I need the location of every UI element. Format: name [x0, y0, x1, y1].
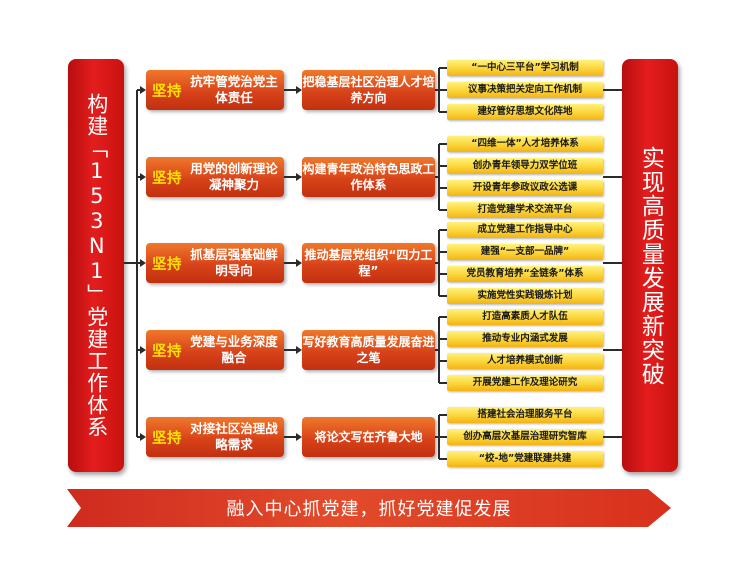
- mid-connector: [284, 262, 296, 264]
- detail-stub: [439, 143, 447, 145]
- left-trunk-stub: [124, 262, 137, 264]
- right-connector: [603, 176, 622, 178]
- right-connector: [603, 262, 622, 264]
- detail-connector: [435, 176, 439, 178]
- pillar-keyword: 坚持: [152, 170, 182, 187]
- mid-arrow: [296, 173, 302, 181]
- pillar-box: 坚持党建与业务深度融合: [146, 330, 284, 370]
- detail-item: 党员教育培养“全链条”体系: [447, 266, 603, 282]
- detail-item: 推动专业内涵式发展: [447, 331, 603, 347]
- detail-stub: [439, 273, 447, 275]
- detail-connector: [435, 436, 439, 438]
- detail-stub: [439, 316, 447, 318]
- mid-box: 把稳基层社区治理人才培养方向: [302, 70, 435, 110]
- pillar-text: 抗牢管党治党主体责任: [190, 74, 278, 105]
- pillar-arrow: [140, 86, 146, 94]
- pillar-arrow: [140, 433, 146, 441]
- right-connector: [603, 89, 622, 91]
- pillar-keyword: 坚持: [152, 430, 182, 447]
- right-connector: [603, 436, 622, 438]
- pillar-connector: [137, 262, 140, 264]
- detail-item: 议事决策把关定向工作机制: [447, 82, 603, 98]
- detail-stub: [439, 436, 447, 438]
- mid-box: 将论文写在齐鲁大地: [302, 417, 435, 457]
- pillar-text: 党建与业务深度融合: [190, 334, 278, 365]
- pillar-box: 坚持抓基层强基础鲜明导向: [146, 243, 284, 283]
- pillar-connector: [137, 89, 140, 91]
- detail-connector: [435, 349, 439, 351]
- mid-connector: [284, 349, 296, 351]
- detail-item: 人才培养模式创新: [447, 353, 603, 369]
- detail-stub: [439, 295, 447, 297]
- pillar-text: 用党的创新理论凝神聚力: [190, 161, 278, 192]
- left-title-box: 构建「153N1」党建工作体系: [68, 59, 124, 472]
- mid-arrow: [296, 433, 302, 441]
- detail-stub: [439, 251, 447, 253]
- detail-item: “一中心三平台”学习机制: [447, 60, 603, 76]
- left-title: 构建「153N1」党建工作体系: [84, 93, 109, 438]
- pillar-keyword: 坚持: [152, 343, 182, 360]
- detail-connector: [435, 89, 439, 91]
- detail-stub: [439, 382, 447, 384]
- mid-box: 推动基层党组织“四力工程”: [302, 243, 435, 283]
- detail-stub: [439, 209, 447, 211]
- detail-trunk: [438, 317, 440, 383]
- pillar-box: 坚持用党的创新理论凝神聚力: [146, 157, 284, 197]
- detail-stub: [439, 360, 447, 362]
- bottom-banner-text: 融入中心抓党建，抓好党建促发展: [226, 499, 512, 520]
- pillar-arrow: [140, 173, 146, 181]
- detail-trunk: [438, 230, 440, 296]
- detail-item: 开设青年参政议政公选课: [447, 180, 603, 196]
- detail-item: “四维一体”人才培养体系: [447, 136, 603, 152]
- detail-item: 成立党建工作指导中心: [447, 222, 603, 238]
- detail-item: 创办高层次基层治理研究智库: [447, 429, 603, 445]
- right-title-box: 实现高质量发展新突破: [622, 59, 678, 472]
- detail-item: 开展党建工作及理论研究: [447, 375, 603, 391]
- pillar-arrow: [140, 259, 146, 267]
- detail-item: 打造党建学术交流平台: [447, 202, 603, 218]
- pillar-connector: [137, 349, 140, 351]
- bottom-banner: 融入中心抓党建，抓好党建促发展: [67, 489, 671, 527]
- detail-stub: [439, 458, 447, 460]
- pillar-connector: [137, 436, 140, 438]
- mid-arrow: [296, 346, 302, 354]
- detail-connector: [435, 262, 439, 264]
- detail-stub: [439, 187, 447, 189]
- mid-box: 写好教育高质量发展奋进之笔: [302, 330, 435, 370]
- detail-item: 实施党性实践锻炼计划: [447, 288, 603, 304]
- detail-item: 打造高素质人才队伍: [447, 309, 603, 325]
- detail-stub: [439, 89, 447, 91]
- detail-item: 创办青年领导力双学位班: [447, 158, 603, 174]
- right-connector: [603, 349, 622, 351]
- detail-stub: [439, 111, 447, 113]
- detail-stub: [439, 229, 447, 231]
- pillar-connector: [137, 176, 140, 178]
- mid-box: 构建青年政治特色思政工作体系: [302, 157, 435, 197]
- right-title: 实现高质量发展新突破: [637, 145, 664, 386]
- pillar-text: 对接社区治理战略需求: [190, 421, 278, 452]
- pillar-keyword: 坚持: [152, 256, 182, 273]
- detail-trunk: [438, 144, 440, 210]
- mid-arrow: [296, 86, 302, 94]
- pillar-text: 抓基层强基础鲜明导向: [190, 247, 278, 278]
- mid-connector: [284, 176, 296, 178]
- pillar-arrow: [140, 346, 146, 354]
- pillar-box: 坚持抗牢管党治党主体责任: [146, 70, 284, 110]
- detail-stub: [439, 338, 447, 340]
- detail-stub: [439, 414, 447, 416]
- mid-connector: [284, 89, 296, 91]
- detail-item: 搭建社会治理服务平台: [447, 407, 603, 423]
- mid-arrow: [296, 259, 302, 267]
- detail-stub: [439, 165, 447, 167]
- detail-item: 建好管好思想文化阵地: [447, 104, 603, 120]
- detail-item: “校-地”党建联建共建: [447, 451, 603, 467]
- pillar-keyword: 坚持: [152, 83, 182, 100]
- pillar-box: 坚持对接社区治理战略需求: [146, 417, 284, 457]
- mid-connector: [284, 436, 296, 438]
- detail-stub: [439, 67, 447, 69]
- detail-item: 建强“一支部一品牌”: [447, 244, 603, 260]
